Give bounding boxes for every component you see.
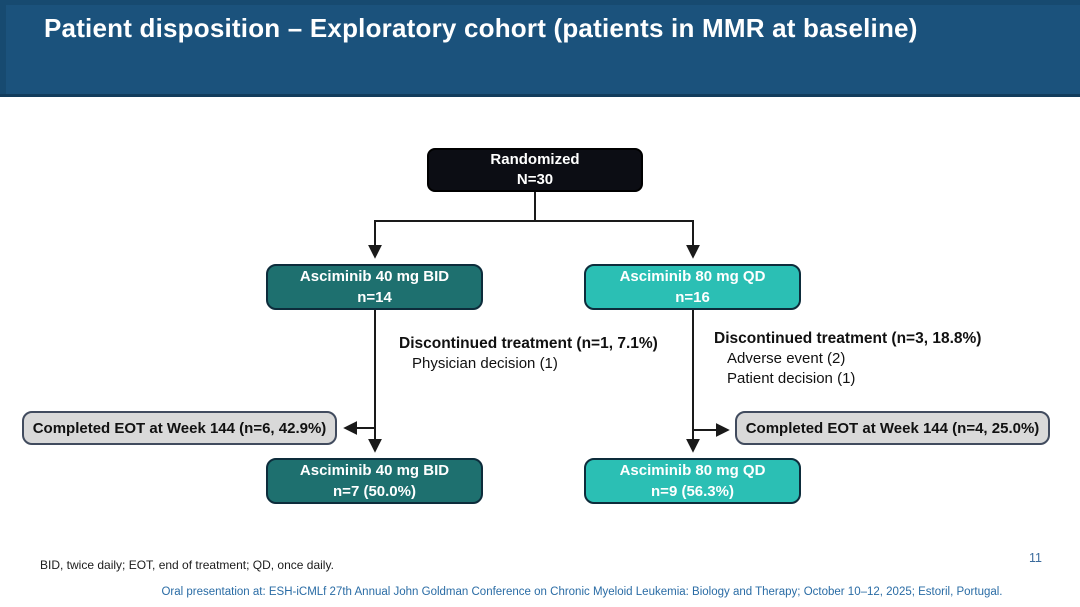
discontinued-qd-reason: Patient decision (1) — [727, 370, 856, 387]
arm-bid-n: n=14 — [357, 289, 392, 306]
discontinued-qd-title: Discontinued treatment (n=3, 18.8%) — [714, 330, 982, 347]
arm-qd-n: n=16 — [675, 289, 710, 306]
eot-bid-box: Completed EOT at Week 144 (n=6, 42.9%) — [22, 411, 337, 445]
final-qd-box: Asciminib 80 mg QD n=9 (56.3%) — [584, 458, 801, 504]
randomized-label: Randomized — [490, 151, 580, 168]
arm-bid-label: Asciminib 40 mg BID — [299, 268, 450, 285]
eot-bid-label: Completed EOT at Week 144 (n=6, 42.9%) — [32, 419, 327, 437]
discontinued-bid-note: Discontinued treatment (n=1, 7.1%) Physi… — [399, 333, 699, 374]
abbreviations-footnote: BID, twice daily; EOT, end of treatment;… — [40, 558, 334, 572]
final-qd-label: Asciminib 80 mg QD — [619, 462, 766, 479]
final-bid-label: Asciminib 40 mg BID — [299, 462, 450, 479]
arm-qd-box: Asciminib 80 mg QD n=16 — [584, 264, 801, 310]
discontinued-qd-reason: Adverse event (2) — [727, 350, 846, 367]
page-title: Patient disposition – Exploratory cohort… — [44, 13, 918, 43]
slide-header: Patient disposition – Exploratory cohort… — [0, 0, 1080, 97]
final-bid-box: Asciminib 40 mg BID n=7 (50.0%) — [266, 458, 483, 504]
randomized-n: N=30 — [516, 171, 554, 188]
randomized-box: Randomized N=30 — [427, 148, 643, 192]
final-qd-n: n=9 (56.3%) — [651, 483, 734, 500]
eot-qd-box: Completed EOT at Week 144 (n=4, 25.0%) — [735, 411, 1050, 445]
citation-footnote: Oral presentation at: ESH-iCMLf 27th Ann… — [161, 586, 1003, 598]
page-number: 11 — [1029, 551, 1042, 565]
eot-qd-label: Completed EOT at Week 144 (n=4, 25.0%) — [745, 419, 1040, 437]
final-bid-n: n=7 (50.0%) — [333, 483, 416, 500]
discontinued-bid-reason: Physician decision (1) — [412, 355, 558, 372]
arm-bid-box: Asciminib 40 mg BID n=14 — [266, 264, 483, 310]
discontinued-bid-title: Discontinued treatment (n=1, 7.1%) — [399, 335, 658, 352]
discontinued-qd-note: Discontinued treatment (n=3, 18.8%) Adve… — [714, 328, 1034, 389]
arm-qd-label: Asciminib 80 mg QD — [619, 268, 766, 285]
